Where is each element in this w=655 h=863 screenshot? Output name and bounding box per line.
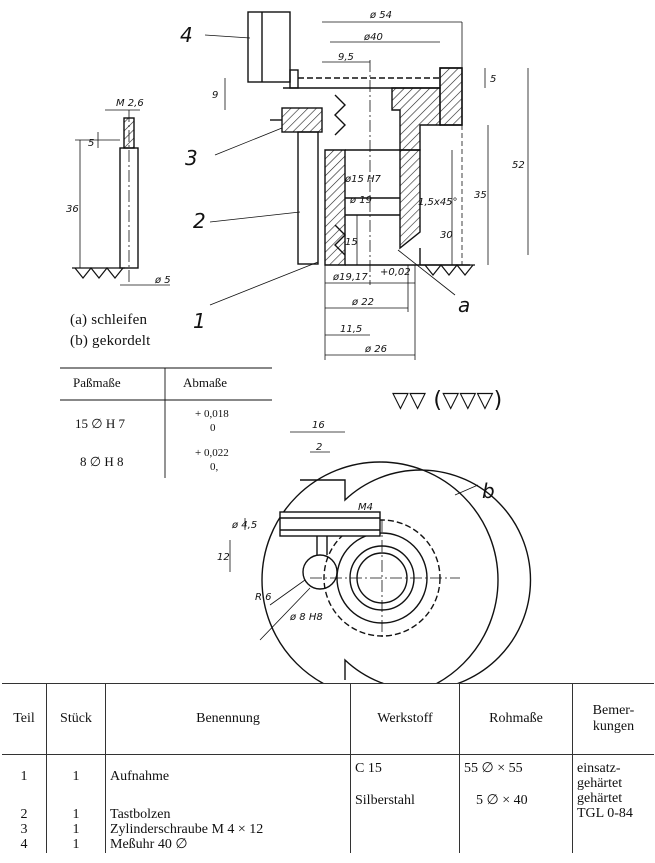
- dim-chamfer: 1,5x45°: [418, 197, 458, 208]
- surface-finish-symbol: ▽▽ (▽▽▽): [392, 388, 503, 413]
- bemerkung-4: TGL 0-84: [577, 806, 633, 821]
- parts-list: Teil Stück Benennung Werkstoff Rohmaße B…: [2, 683, 654, 853]
- dim-11-5: 11,5: [340, 324, 362, 335]
- col-rohmasse: Rohmaße: [459, 683, 573, 755]
- dim-phi54: ø 54: [369, 10, 392, 21]
- col-benennung: Benennung: [105, 683, 351, 755]
- dim-52: 52: [512, 160, 525, 171]
- dimension-lines: [204, 21, 529, 360]
- benennung-3: Zylinderschraube M 4 × 12: [110, 822, 264, 837]
- dim-36: 36: [66, 204, 79, 215]
- col-stueck: Stück: [46, 683, 106, 755]
- benennung-2: Tastbolzen: [110, 807, 171, 822]
- dim-30: 30: [440, 230, 453, 241]
- part-label-3: 3: [185, 146, 198, 170]
- col-bemerkungen: Bemer- kungen: [572, 683, 654, 755]
- dim-phi19-17: ø19,17: [332, 272, 368, 283]
- fits-row-1-lower: 0: [210, 422, 216, 434]
- dim-m4: M4: [358, 502, 373, 513]
- fits-row-1-nominal: 15 ∅ H 7: [75, 416, 125, 431]
- dim-r6: R 6: [255, 592, 272, 603]
- dim-phi8h8: ø 8 H8: [289, 612, 323, 623]
- dim-phi19: ø 19: [349, 195, 372, 206]
- teil-1: 1: [20, 769, 28, 784]
- fits-row-2-nominal: 8 ∅ H 8: [80, 454, 124, 469]
- dim-15: 15: [345, 237, 358, 248]
- pin-detail-view: [75, 109, 170, 286]
- bemerkung-3: gehärtet: [577, 791, 623, 806]
- dim-phi26: ø 26: [364, 344, 387, 355]
- fits-row-1-upper: + 0,018: [195, 408, 229, 420]
- caption-b: (b) gekordelt: [70, 333, 151, 349]
- werkstoff-1: C 15: [355, 761, 382, 776]
- benennung-4: Meßuhr 40 ∅: [110, 837, 188, 852]
- fits-header-abmass: Abmaße: [183, 375, 228, 390]
- plan-view: [261, 461, 532, 683]
- plan-dimensions: [229, 431, 479, 641]
- part-label-2: 2: [193, 209, 206, 233]
- fits-header-pass: Paßmaße: [73, 375, 121, 390]
- bemerkung-2: gehärtet: [577, 776, 623, 791]
- rohmasse-1: 55 ∅ × 55: [464, 761, 523, 776]
- main-section-view: [247, 11, 470, 285]
- stueck-2: 1: [72, 807, 80, 822]
- dim-5-pin: 5: [88, 138, 94, 149]
- stueck-1: 1: [72, 769, 80, 784]
- fits-row-2-lower: 0,: [210, 461, 219, 473]
- caption-a: (a) schleifen: [70, 312, 148, 328]
- fits-table-lines: [60, 367, 272, 478]
- dim-5-top: 5: [490, 74, 496, 85]
- part-label-a: a: [458, 293, 470, 317]
- dim-phi5: ø 5: [154, 275, 171, 286]
- part-label-b: b: [482, 479, 495, 503]
- stueck-4: 1: [72, 837, 80, 852]
- stueck-3: 1: [72, 822, 80, 837]
- dim-phi4-5: ø 4,5: [231, 520, 257, 531]
- bemerkung-1: einsatz-: [577, 761, 621, 776]
- fits-row-2-upper: + 0,022: [195, 447, 229, 459]
- surface-symbols: [72, 264, 475, 279]
- teil-2: 2: [20, 807, 28, 822]
- teil-3: 3: [20, 822, 28, 837]
- rohmasse-2: 5 ∅ × 40: [476, 793, 528, 808]
- dim-9-5: 9,5: [338, 52, 354, 63]
- dim-16: 16: [312, 420, 325, 431]
- werkstoff-2: Silberstahl: [355, 793, 415, 808]
- dim-tol-002: +0,02: [380, 267, 411, 278]
- dim-2: 2: [316, 442, 322, 453]
- dim-9: 9: [212, 90, 218, 101]
- col-teil: Teil: [2, 683, 47, 755]
- dim-phi40: ø40: [363, 32, 383, 43]
- dial-gauge-body: [247, 11, 291, 83]
- teil-4: 4: [20, 837, 28, 852]
- part-label-4: 4: [180, 23, 193, 47]
- col-werkstoff: Werkstoff: [350, 683, 460, 755]
- dim-12: 12: [217, 552, 230, 563]
- dim-35: 35: [474, 190, 487, 201]
- part-label-1: 1: [193, 309, 206, 333]
- dim-phi22: ø 22: [351, 297, 374, 308]
- dim-m2-6: M 2,6: [116, 98, 144, 109]
- technical-drawing: 4 3 2 1 a b ø 54 ø40 9,5 9 5 52 35 30 15…: [60, 10, 532, 683]
- dim-phi15h7: ø15 H7: [344, 174, 382, 185]
- benennung-1: Aufnahme: [110, 769, 170, 784]
